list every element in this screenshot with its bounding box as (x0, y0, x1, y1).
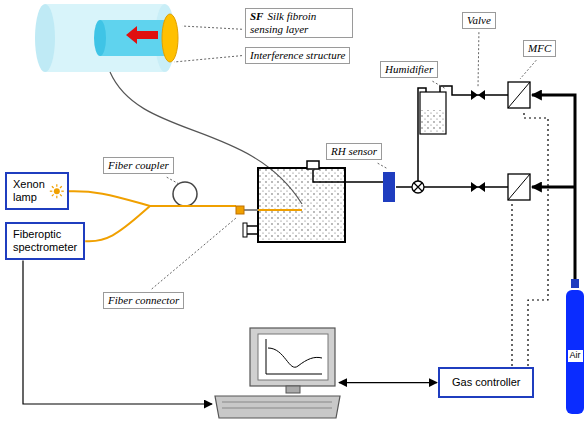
callout-box: Interference structure (245, 47, 350, 64)
air-cylinder (566, 279, 584, 414)
air-supply-line (532, 95, 575, 285)
leader-line (174, 56, 242, 62)
leader-line (152, 218, 236, 289)
rh-sensor-symbol (383, 172, 395, 202)
signal-line (339, 382, 437, 383)
gas-line (424, 186, 508, 188)
humidifier-water (421, 110, 445, 133)
lamp-icon (50, 184, 64, 198)
label-text: Fiberoptic spectrometer (13, 228, 77, 254)
chamber-inlet (307, 161, 319, 169)
gas-cylinder-label: Air (568, 350, 583, 362)
label-text: Gas controller (452, 376, 520, 388)
gas-line (396, 186, 412, 188)
fiber-line (244, 209, 258, 211)
fiber-line (150, 205, 236, 207)
label-text: MFC (528, 42, 551, 54)
label-text: Fiber connector (108, 294, 179, 306)
mixer-symbol (412, 181, 424, 193)
leader-line (478, 32, 480, 87)
gas-line (313, 170, 383, 182)
label-text: Air (570, 350, 581, 360)
fiber-line (85, 206, 150, 241)
fiber-line (69, 191, 150, 206)
air-supply-line (532, 186, 575, 189)
signal-line (524, 110, 548, 366)
test-chamber (258, 168, 345, 242)
mfc-symbol (508, 82, 530, 200)
leader-line (182, 26, 242, 29)
fiber-connector-symbol (236, 206, 244, 214)
label-text: Interference structure (250, 49, 345, 61)
spectrometer-box: Fiberoptic spectrometer (5, 222, 85, 260)
callout-box: MFC (523, 40, 556, 57)
callout-box: Humidifier (380, 61, 438, 78)
label-text: RH sensor (331, 145, 377, 157)
sensing-fiber (258, 209, 302, 211)
signal-line (23, 260, 212, 404)
label-text: Valve (467, 14, 491, 26)
chamber-outlet (243, 223, 247, 237)
callout-box: Fiber coupler (103, 157, 174, 174)
computer-illustration (215, 328, 340, 418)
leader-line (378, 163, 388, 169)
valve-symbol (471, 90, 485, 192)
signal-line (511, 202, 512, 366)
leader-line (520, 60, 536, 79)
controller-box: Gas controller (438, 367, 534, 398)
fiber-tip-illustration (35, 4, 178, 72)
callout-box: Fiber connector (103, 292, 184, 309)
label-text: SF (250, 10, 263, 22)
label-text: Xenon lamp (13, 178, 45, 204)
leader-line (167, 177, 179, 184)
coupler-loop (173, 182, 197, 206)
gas-line (440, 86, 508, 128)
label-text: Humidifier (385, 63, 433, 75)
callout-box: Valve (462, 12, 496, 29)
callout-box: SFSilk fibroin sensing layer (245, 8, 353, 38)
leader-line (432, 81, 446, 89)
label-text: Fiber coupler (108, 159, 169, 171)
humidifier-bottle (420, 92, 446, 134)
callout-box: RH sensor (326, 143, 382, 160)
chamber-outlet (246, 226, 258, 234)
light-source-box: Xenon lamp (5, 172, 69, 210)
